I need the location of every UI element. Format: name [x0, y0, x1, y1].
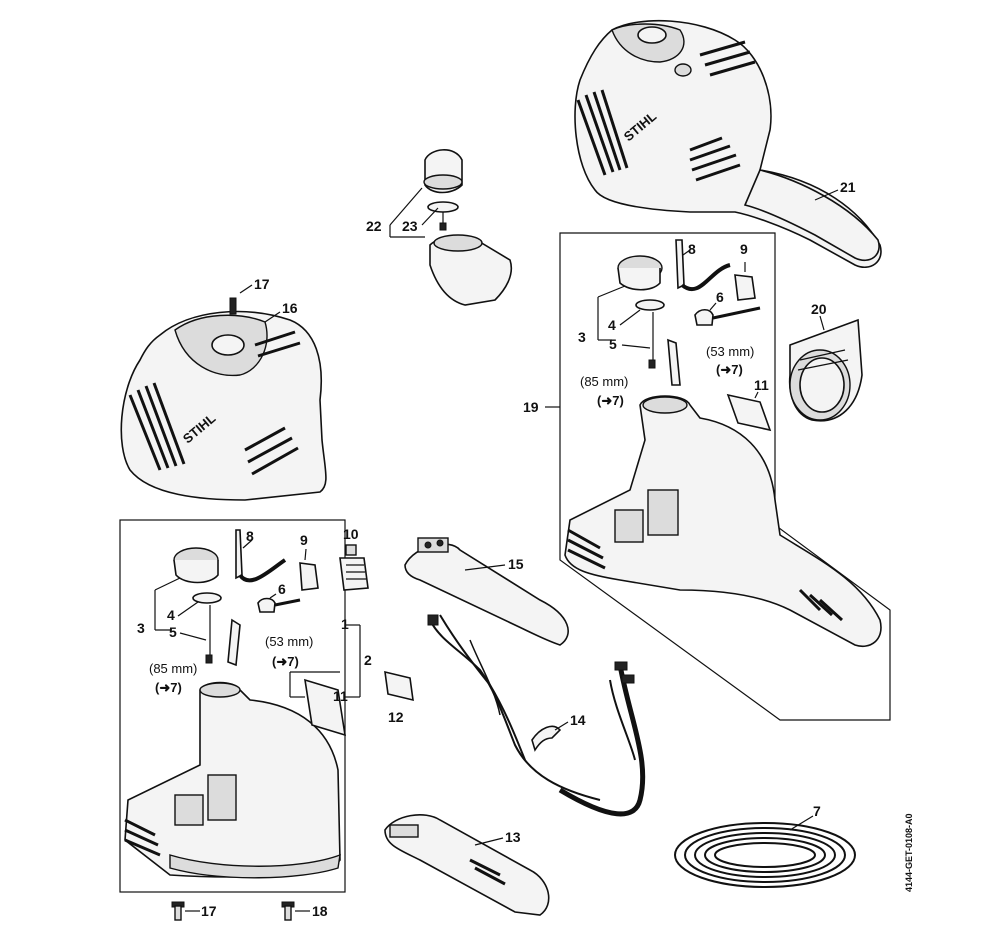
filter-10 — [339, 544, 369, 591]
sticker-11-left — [304, 678, 346, 737]
callout-1: 1 — [341, 616, 349, 632]
fuel-tank-box-right — [559, 232, 891, 721]
grille-16-left — [128, 382, 186, 471]
sticker-12 — [384, 670, 414, 702]
callout-19: 19 — [523, 399, 539, 415]
fan-ring-20 — [788, 318, 863, 422]
note-ref7-left: (➜7) — [155, 680, 182, 695]
callout-22: 22 — [366, 218, 382, 234]
note-53mm-right: (53 mm) — [706, 344, 754, 359]
callout-9-left: 9 — [300, 532, 308, 548]
callout-5-left: 5 — [169, 624, 177, 640]
callout-11-right: 11 — [754, 377, 769, 393]
fuel-tank-right — [564, 239, 882, 647]
engine-shroud-21: STIHL — [574, 19, 882, 269]
fuel-tank-box-left — [119, 519, 346, 893]
filter-9-right — [734, 274, 756, 301]
callout-5-right: 5 — [609, 336, 617, 352]
sticker-11-right — [726, 393, 772, 432]
callout-12: 12 — [388, 709, 404, 725]
o-ring-left — [192, 592, 222, 604]
hose-left — [227, 618, 241, 667]
grille-21-left — [576, 89, 629, 176]
screw-17-top — [229, 297, 237, 315]
grille-16-right — [244, 426, 299, 476]
grille-16-top — [254, 330, 301, 358]
callout-3-left: 3 — [137, 620, 145, 636]
callout-15: 15 — [508, 556, 524, 572]
note-85mm-left: (85 mm) — [149, 661, 197, 676]
fuel-line-7 — [674, 822, 856, 888]
callout-4-left: 4 — [167, 607, 175, 623]
note-ref7-right2: (➜7) — [716, 362, 743, 377]
valve-6-left — [257, 597, 276, 613]
handle-15 — [404, 537, 569, 646]
grille-handle-right — [798, 588, 844, 622]
filter-9-left — [299, 562, 319, 591]
pickup-8-right — [675, 239, 685, 290]
grille-tank-left — [124, 818, 161, 857]
hose-right — [667, 338, 681, 386]
callout-11-left: 11 — [333, 688, 348, 704]
callout-6-left: 6 — [278, 581, 286, 597]
callout-8-left: 8 — [246, 528, 254, 544]
o-ring-right — [635, 299, 665, 311]
callout-2: 2 — [364, 652, 372, 668]
note-85mm-right: (85 mm) — [580, 374, 628, 389]
note-ref7-left2: (➜7) — [272, 654, 299, 669]
callout-18: 18 — [312, 903, 328, 919]
grille-tank-right — [567, 528, 606, 570]
callout-17-top: 17 — [254, 276, 270, 292]
o-ring-23 — [427, 201, 459, 213]
screw-17-bottom — [171, 901, 185, 921]
note-ref7-right: (➜7) — [597, 393, 624, 408]
callout-6-right: 6 — [716, 289, 724, 305]
callout-21: 21 — [840, 179, 856, 195]
screw-18 — [281, 901, 295, 921]
valve-6-right — [694, 308, 714, 326]
callout-13: 13 — [505, 829, 521, 845]
pickup-8-left — [235, 529, 243, 580]
filler-cap-22 — [423, 149, 513, 306]
callout-9-right: 9 — [740, 241, 748, 257]
callout-4-right: 4 — [608, 317, 616, 333]
callout-3-right: 3 — [578, 329, 586, 345]
callout-7: 7 — [813, 803, 821, 819]
grille-21-right — [689, 136, 741, 182]
callout-17-bottom: 17 — [201, 903, 217, 919]
callout-23: 23 — [402, 218, 418, 234]
fuel-tank-left — [124, 529, 341, 879]
callout-16: 16 — [282, 300, 298, 316]
grille-21-top — [699, 40, 756, 77]
callout-14: 14 — [570, 712, 586, 728]
callout-8-right: 8 — [688, 241, 696, 257]
wire-harness-14 — [427, 614, 646, 817]
callout-20: 20 — [811, 301, 827, 317]
note-53mm-left: (53 mm) — [265, 634, 313, 649]
housing-13 — [384, 814, 550, 916]
engine-shroud-16: STIHL — [120, 284, 327, 501]
document-code: 4144-GET-0108-A0 — [904, 813, 914, 892]
callout-10: 10 — [343, 526, 359, 542]
